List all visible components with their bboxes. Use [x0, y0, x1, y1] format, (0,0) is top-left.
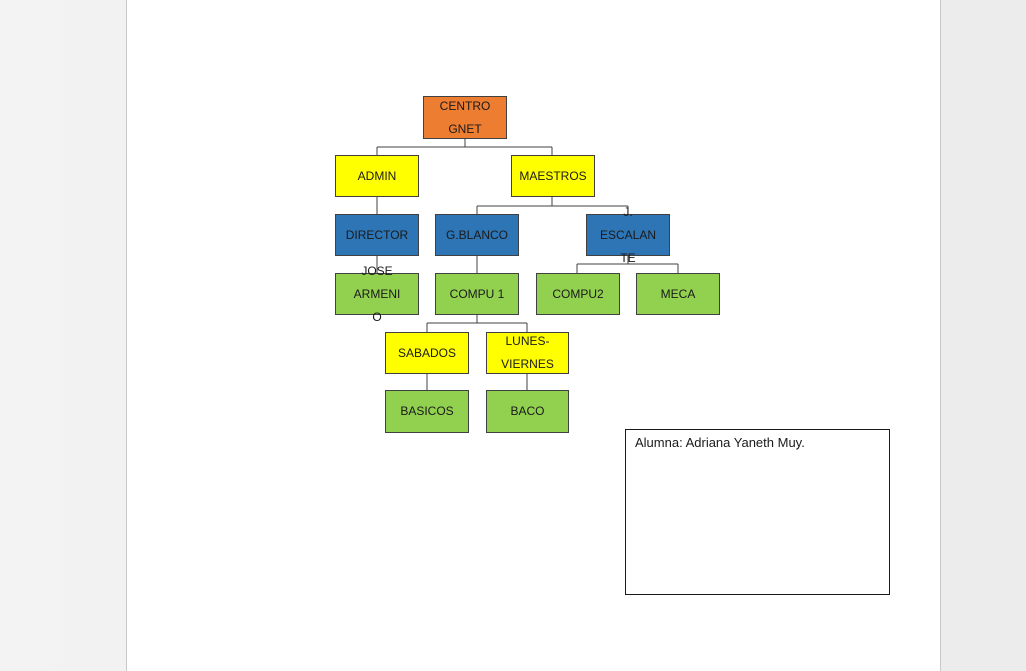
node-j-escalante[interactable]: J. ESCALANTE [586, 205, 670, 265]
node-label: JOSE ARMENIO [353, 263, 401, 324]
node-label: COMPU2 [552, 286, 604, 301]
student-name-textbox[interactable]: Alumna: Adriana Yaneth Muy. [625, 429, 890, 595]
node-label: BACO [510, 404, 545, 418]
node-label: SABADOS [397, 345, 457, 360]
node-label: CENTRO GNET [439, 98, 491, 136]
node-meca[interactable]: MECA [636, 273, 720, 315]
node-label: LUNES-VIERNES [501, 334, 554, 371]
node-compu2[interactable]: COMPU2 [536, 273, 620, 315]
node-label: DIRECTOR [345, 227, 409, 242]
node-label: J. ESCALANTE [599, 204, 657, 265]
node-g-blanco[interactable]: G.BLANCO [435, 214, 519, 256]
node-admin[interactable]: ADMIN [335, 155, 419, 197]
node-baco[interactable]: BACO [486, 390, 569, 433]
node-label: BASICOS [400, 404, 454, 418]
node-jose-armenio[interactable]: JOSE ARMENIO [335, 264, 419, 324]
node-label: MECA [660, 286, 696, 301]
node-label: ADMIN [357, 168, 397, 183]
node-sabados[interactable]: SABADOS [385, 332, 469, 374]
node-basicos[interactable]: BASICOS [385, 390, 469, 433]
node-label: G.BLANCO [445, 227, 508, 242]
node-maestros[interactable]: MAESTROS [511, 155, 595, 197]
node-centro-gnet[interactable]: CENTRO GNET [423, 96, 507, 139]
node-label: COMPU 1 [449, 286, 505, 301]
node-label: MAESTROS [519, 168, 587, 183]
node-lunes-viernes[interactable]: LUNES-VIERNES [486, 332, 569, 374]
node-director[interactable]: DIRECTOR [335, 214, 419, 256]
node-compu-1[interactable]: COMPU 1 [435, 273, 519, 315]
student-name-text: Alumna: Adriana Yaneth Muy. [635, 435, 805, 450]
